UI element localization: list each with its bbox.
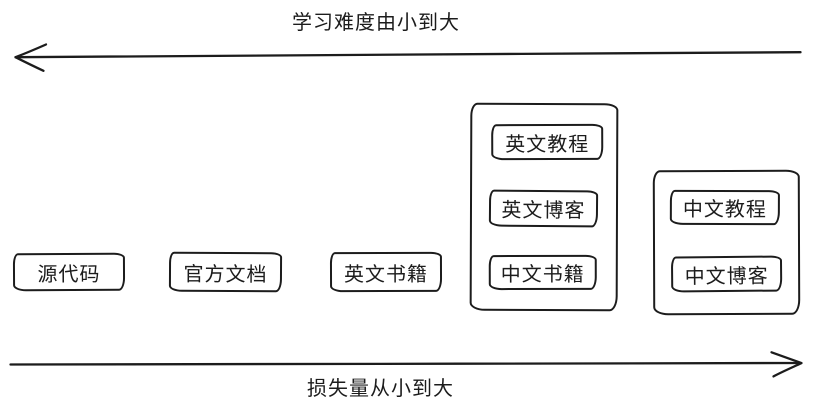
box-official-docs-label: 官方文档 bbox=[183, 263, 268, 286]
box-english-blogs-label: 英文博客 bbox=[501, 199, 586, 223]
box-english-tutorials: 英文教程 bbox=[491, 123, 604, 161]
box-chinese-blogs-label: 中文博客 bbox=[684, 265, 769, 288]
loss-axis-arrow-right bbox=[9, 351, 803, 378]
box-chinese-tutorials: 中文教程 bbox=[669, 189, 780, 226]
box-source-code: 源代码 bbox=[12, 252, 126, 292]
box-source-code-label: 源代码 bbox=[37, 263, 101, 286]
box-english-blogs: 英文博客 bbox=[488, 189, 599, 228]
loss-axis-label: 损失量从小到大 bbox=[307, 378, 454, 400]
group-box-english-advanced: 英文教程 英文博客 中文书籍 bbox=[469, 102, 619, 312]
box-english-books-label: 英文书籍 bbox=[343, 263, 429, 286]
box-official-docs: 官方文档 bbox=[168, 251, 283, 293]
box-chinese-tutorials-label: 中文教程 bbox=[682, 198, 767, 222]
box-chinese-books: 中文书籍 bbox=[488, 254, 597, 291]
difficulty-axis-label: 学习难度由小到大 bbox=[292, 12, 460, 34]
box-english-tutorials-label: 英文教程 bbox=[505, 133, 590, 156]
box-english-books: 英文书籍 bbox=[329, 251, 443, 293]
difficulty-axis-arrow-left bbox=[14, 43, 802, 72]
box-chinese-blogs: 中文博客 bbox=[670, 255, 783, 293]
box-chinese-books-label: 中文书籍 bbox=[500, 263, 585, 287]
group-box-chinese-easy: 中文教程 中文博客 bbox=[652, 169, 801, 316]
